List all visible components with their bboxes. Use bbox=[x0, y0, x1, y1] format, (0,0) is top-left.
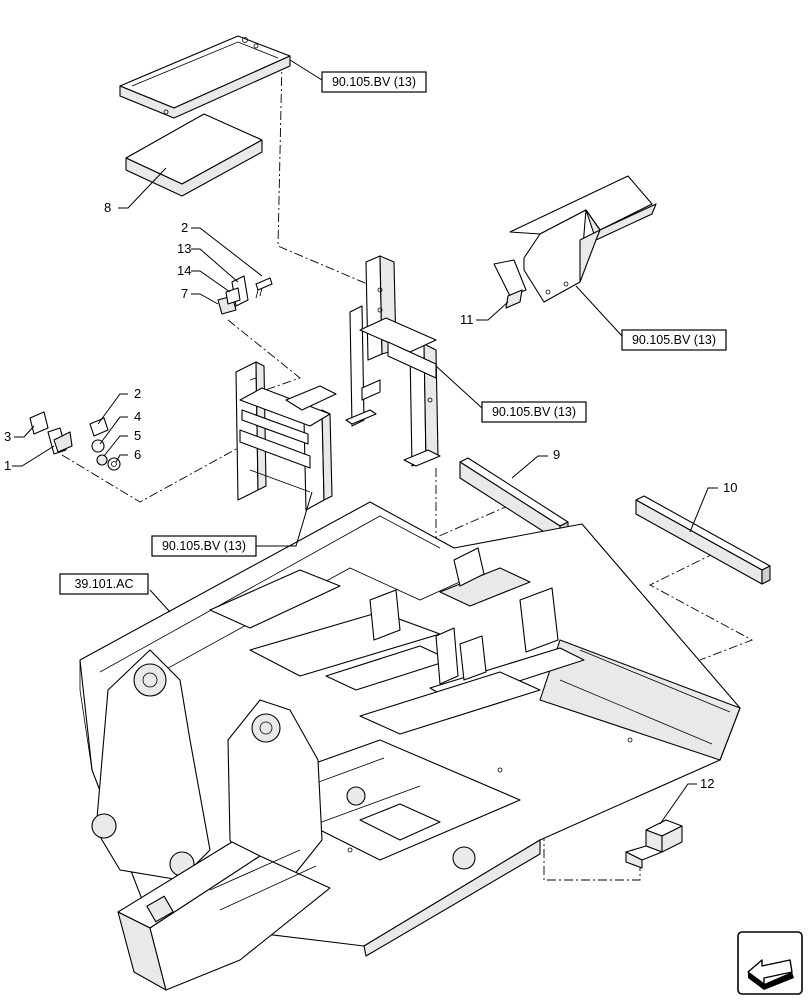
callout-6: 6 bbox=[134, 447, 141, 462]
callout-9: 9 bbox=[553, 447, 560, 462]
next-page-arrow-icon[interactable] bbox=[737, 931, 803, 995]
callout-10: 10 bbox=[723, 480, 737, 495]
center-stand-frame bbox=[345, 255, 441, 467]
callout-7: 7 bbox=[181, 286, 188, 301]
callout-12: 12 bbox=[700, 776, 714, 791]
callout-14: 14 bbox=[177, 263, 191, 278]
cover-plate-assembly bbox=[119, 35, 291, 197]
reference-label: 90.105.BV (13) bbox=[632, 333, 716, 347]
reference-box-left-frame[interactable]: 90.105.BV (13) bbox=[151, 535, 257, 557]
callout-13: 13 bbox=[177, 241, 191, 256]
reference-label: 90.105.BV (13) bbox=[332, 75, 416, 89]
callout-3: 3 bbox=[4, 429, 11, 444]
callout-5: 5 bbox=[134, 428, 141, 443]
callout-1: 1 bbox=[4, 458, 11, 473]
callout-2-upper: 2 bbox=[181, 220, 188, 235]
small-bracket bbox=[217, 275, 273, 315]
reference-boxes: 90.105.BV (13) 90.105.BV (13) 90.105.BV … bbox=[59, 71, 727, 595]
callout-4: 4 bbox=[134, 409, 141, 424]
part-12-block bbox=[625, 819, 683, 869]
reference-label: 90.105.BV (13) bbox=[492, 405, 576, 419]
reference-box-top[interactable]: 90.105.BV (13) bbox=[321, 71, 427, 93]
reference-box-center-frame[interactable]: 90.105.BV (13) bbox=[481, 401, 587, 423]
left-stand-frame bbox=[235, 361, 337, 511]
reference-box-right-cover[interactable]: 90.105.BV (13) bbox=[621, 329, 727, 351]
reference-label: 39.101.AC bbox=[74, 577, 133, 591]
fastener-group bbox=[29, 411, 121, 471]
callout-2-lower: 2 bbox=[134, 386, 141, 401]
callout-labels: 8 2 13 14 7 3 1 2 4 5 6 11 9 10 12 bbox=[4, 200, 737, 791]
bar-10 bbox=[635, 495, 771, 585]
leader-lines bbox=[12, 59, 718, 825]
main-chassis bbox=[79, 501, 741, 991]
callout-11: 11 bbox=[460, 312, 474, 327]
right-cover-assembly bbox=[493, 175, 657, 309]
reference-box-chassis[interactable]: 39.101.AC bbox=[59, 573, 149, 595]
callout-8: 8 bbox=[104, 200, 111, 215]
reference-label: 90.105.BV (13) bbox=[162, 539, 246, 553]
